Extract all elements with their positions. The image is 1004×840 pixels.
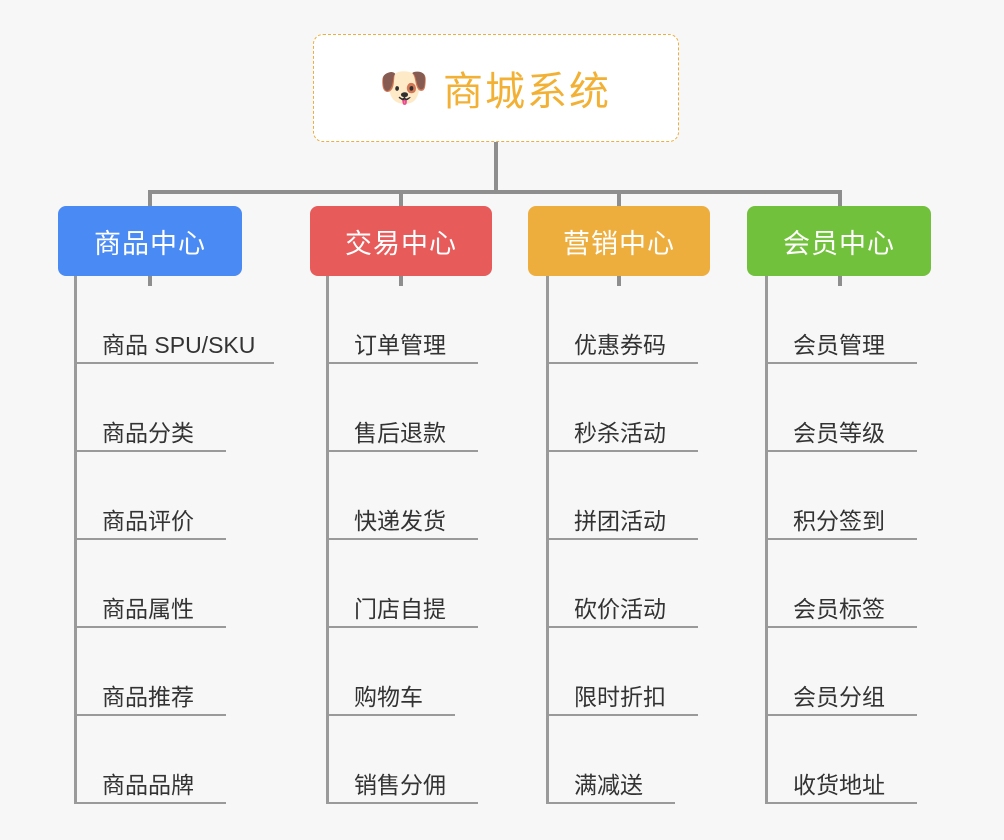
leaf-label: 商品 SPU/SKU bbox=[102, 331, 256, 358]
leaf-label: 销售分佣 bbox=[354, 771, 446, 798]
list-item[interactable]: 秒杀活动 bbox=[546, 364, 698, 452]
connector-drop-product-center bbox=[148, 190, 152, 208]
list-item[interactable]: 满减送 bbox=[546, 716, 675, 804]
list-item[interactable]: 商品分类 bbox=[74, 364, 226, 452]
leaf-label: 秒杀活动 bbox=[574, 419, 666, 446]
leaf-label: 积分签到 bbox=[793, 507, 885, 534]
leaf-label: 优惠券码 bbox=[574, 331, 666, 358]
category-label-trade-center: 交易中心 bbox=[345, 228, 457, 259]
list-item[interactable]: 订单管理 bbox=[326, 276, 478, 364]
category-box-member-center[interactable]: 会员中心 bbox=[747, 206, 931, 276]
leaf-label: 会员分组 bbox=[793, 683, 885, 710]
list-item[interactable]: 商品属性 bbox=[74, 540, 226, 628]
leaf-label: 商品属性 bbox=[102, 595, 194, 622]
leaf-label: 会员等级 bbox=[793, 419, 885, 446]
leaf-label: 限时折扣 bbox=[574, 683, 666, 710]
leaf-column-product-center: 商品 SPU/SKU 商品分类 商品评价 商品属性 商品推荐 商品品牌 bbox=[74, 276, 274, 804]
root-node-shop-system[interactable]: 🐶 商城系统 bbox=[313, 34, 679, 142]
list-item[interactable]: 商品 SPU/SKU bbox=[74, 276, 274, 364]
list-item[interactable]: 拼团活动 bbox=[546, 452, 698, 540]
leaf-label: 订单管理 bbox=[354, 331, 446, 358]
connector-stub-marketing-center bbox=[617, 276, 621, 286]
leaf-label: 门店自提 bbox=[354, 595, 446, 622]
connector-horizontal-bus bbox=[148, 190, 842, 194]
list-item[interactable]: 积分签到 bbox=[765, 452, 917, 540]
leaf-label: 商品推荐 bbox=[102, 683, 194, 710]
leaf-column-trade-center: 订单管理 售后退款 快递发货 门店自提 购物车 销售分佣 bbox=[326, 276, 478, 804]
list-item[interactable]: 会员管理 bbox=[765, 276, 917, 364]
connector-drop-member-center bbox=[838, 190, 842, 208]
list-item[interactable]: 会员标签 bbox=[765, 540, 917, 628]
category-box-marketing-center[interactable]: 营销中心 bbox=[528, 206, 710, 276]
connector-drop-marketing-center bbox=[617, 190, 621, 208]
category-label-product-center: 商品中心 bbox=[94, 228, 206, 259]
list-item[interactable]: 售后退款 bbox=[326, 364, 478, 452]
leaf-label: 售后退款 bbox=[354, 419, 446, 446]
leaf-label: 快递发货 bbox=[354, 507, 446, 534]
connector-root-stem bbox=[494, 142, 498, 192]
leaf-label: 满减送 bbox=[574, 771, 643, 798]
list-item[interactable]: 购物车 bbox=[326, 628, 455, 716]
leaf-label: 会员管理 bbox=[793, 331, 885, 358]
leaf-label: 商品品牌 bbox=[102, 771, 194, 798]
leaf-column-member-center: 会员管理 会员等级 积分签到 会员标签 会员分组 收货地址 bbox=[765, 276, 917, 804]
leaf-label: 商品分类 bbox=[102, 419, 194, 446]
root-node-title: 商城系统 bbox=[443, 70, 611, 114]
list-item[interactable]: 优惠券码 bbox=[546, 276, 698, 364]
leaf-label: 购物车 bbox=[354, 683, 423, 710]
list-item[interactable]: 商品推荐 bbox=[74, 628, 226, 716]
category-box-trade-center[interactable]: 交易中心 bbox=[310, 206, 492, 276]
category-label-marketing-center: 营销中心 bbox=[563, 228, 675, 259]
list-item[interactable]: 商品评价 bbox=[74, 452, 226, 540]
leaf-label: 商品评价 bbox=[102, 507, 194, 534]
leaf-label: 会员标签 bbox=[793, 595, 885, 622]
list-item[interactable]: 收货地址 bbox=[765, 716, 917, 804]
category-box-product-center[interactable]: 商品中心 bbox=[58, 206, 242, 276]
list-item[interactable]: 商品品牌 bbox=[74, 716, 226, 804]
list-item[interactable]: 快递发货 bbox=[326, 452, 478, 540]
connector-drop-trade-center bbox=[399, 190, 403, 208]
dog-face-icon: 🐶 bbox=[379, 66, 429, 110]
list-item[interactable]: 销售分佣 bbox=[326, 716, 478, 804]
leaf-label: 收货地址 bbox=[793, 771, 885, 798]
connector-stub-member-center bbox=[838, 276, 842, 286]
connector-stub-trade-center bbox=[399, 276, 403, 286]
list-item[interactable]: 门店自提 bbox=[326, 540, 478, 628]
leaf-label: 拼团活动 bbox=[574, 507, 666, 534]
leaf-column-marketing-center: 优惠券码 秒杀活动 拼团活动 砍价活动 限时折扣 满减送 bbox=[546, 276, 698, 804]
list-item[interactable]: 会员等级 bbox=[765, 364, 917, 452]
list-item[interactable]: 砍价活动 bbox=[546, 540, 698, 628]
category-label-member-center: 会员中心 bbox=[783, 228, 895, 259]
connector-stub-product-center bbox=[148, 276, 152, 286]
list-item[interactable]: 限时折扣 bbox=[546, 628, 698, 716]
leaf-label: 砍价活动 bbox=[574, 595, 666, 622]
list-item[interactable]: 会员分组 bbox=[765, 628, 917, 716]
